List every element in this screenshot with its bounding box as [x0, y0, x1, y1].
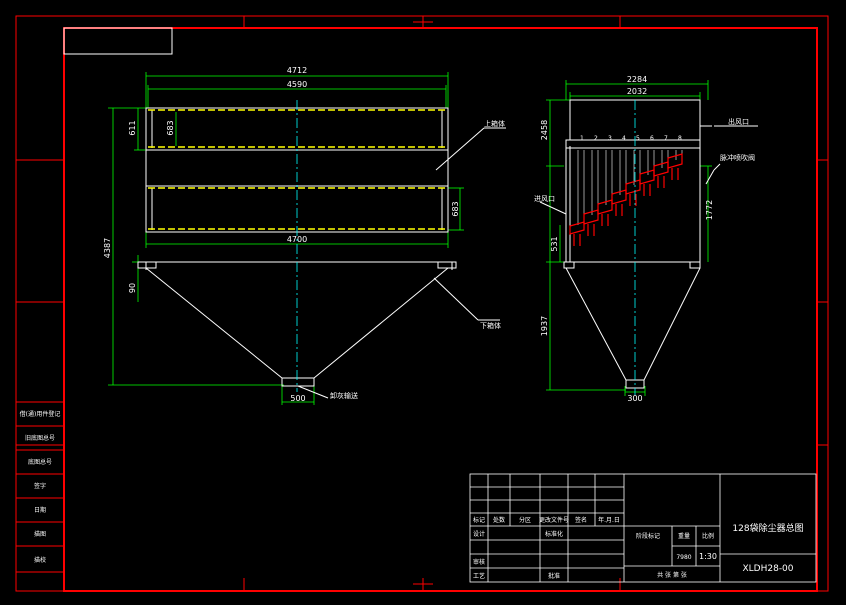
- tb-row-process: 工艺: [473, 572, 485, 580]
- tb-drawing-title: 128袋除尘器总图: [732, 522, 803, 534]
- dim-overall-width: 4712: [287, 66, 307, 75]
- tb-header-change-doc: 更改文件号: [539, 516, 569, 524]
- tb-header-zone: 分区: [519, 516, 531, 524]
- tb-stage-label: 阶段标记: [636, 532, 660, 540]
- side-table-cell: 借(通)用件登记: [20, 410, 61, 418]
- dim-leg-height: 90: [128, 283, 137, 293]
- outer-border: [15, 15, 829, 592]
- tube-number: 3: [608, 135, 612, 142]
- centering-marks: [16, 16, 828, 591]
- dim-side-top-height: 2458: [540, 120, 549, 140]
- corner-label-box: [63, 27, 173, 55]
- tb-row-review: 审核: [473, 558, 485, 566]
- side-table: 借(通)用件登记 旧底图总号 底图总号 签字 日期 描图 描校: [15, 401, 65, 573]
- dim-side-hopper-height: 1937: [540, 316, 549, 336]
- dim-side-bag-height: 1772: [705, 200, 714, 220]
- label-lower-box: 下箱体: [480, 321, 501, 330]
- tb-sheet-text: 共 张 第 张: [657, 571, 687, 579]
- dim-total-height: 4387: [103, 238, 112, 258]
- tb-scale-value: 1:30: [699, 552, 717, 561]
- tb-header-mark: 标记: [473, 516, 485, 524]
- label-pulse-valve: 脉冲喷吹阀: [720, 153, 755, 162]
- dim-inner-width: 4590: [287, 80, 307, 89]
- tb-scale-label: 比例: [702, 532, 714, 540]
- tube-number: 5: [636, 135, 640, 142]
- side-table-cell: 签字: [34, 482, 46, 490]
- tb-weight-value: 7980: [676, 554, 691, 561]
- dim-middle-height: 683: [451, 201, 460, 216]
- tb-header-date: 年.月.日: [598, 516, 620, 524]
- side-table-cell: 旧底图总号: [25, 434, 55, 442]
- dim-side-overall-width: 2284: [627, 75, 647, 84]
- tb-row-design: 设计: [473, 530, 485, 538]
- side-table-cell: 描校: [34, 556, 46, 564]
- tube-number: 2: [594, 135, 598, 142]
- label-outlet: 出风口: [728, 117, 749, 126]
- tb-drawing-number: XLDH28-00: [742, 564, 793, 574]
- label-upper-box: 上箱体: [484, 119, 505, 128]
- side-table-cell: 日期: [34, 506, 46, 514]
- side-table-cell: 描图: [34, 530, 46, 538]
- tb-header-signature: 签名: [575, 516, 587, 524]
- tube-number: 4: [622, 135, 626, 142]
- tb-row-standardization: 标准化: [545, 530, 563, 538]
- dim-side-bottom-offset: 531: [550, 236, 559, 251]
- dim-outlet-width: 500: [290, 394, 305, 403]
- dim-top-inner-height: 683: [166, 120, 175, 135]
- label-ash-outlet: 卸灰输送: [330, 391, 358, 400]
- dim-side-outlet-width: 300: [627, 394, 642, 403]
- tube-number: 1: [580, 135, 584, 142]
- side-view: 2284 2032 2458 531 1937 1772 300: [534, 75, 758, 403]
- front-view: 4712 4590 4700 4387 611 683 90 683 500: [103, 66, 506, 405]
- tube-number: 6: [650, 135, 654, 142]
- label-inlet: 进风口: [534, 195, 555, 203]
- tb-header-count: 处数: [493, 516, 505, 524]
- title-block: 标记 处数 分区 更改文件号 签名 年.月.日 设计 审核 工艺 标准化 批准 …: [469, 473, 817, 583]
- tube-number: 7: [664, 135, 668, 142]
- tb-row-approve: 批准: [548, 572, 560, 580]
- dim-top-section-height: 611: [128, 120, 137, 135]
- drawing-frame: [63, 27, 818, 592]
- tb-weight-label: 重量: [678, 532, 690, 540]
- tube-number-row: 1 2 3 4 5 6 7 8: [580, 135, 682, 142]
- tube-number: 8: [678, 135, 682, 142]
- dim-side-inner-width: 2032: [627, 87, 647, 96]
- side-table-cell: 底图总号: [28, 458, 52, 466]
